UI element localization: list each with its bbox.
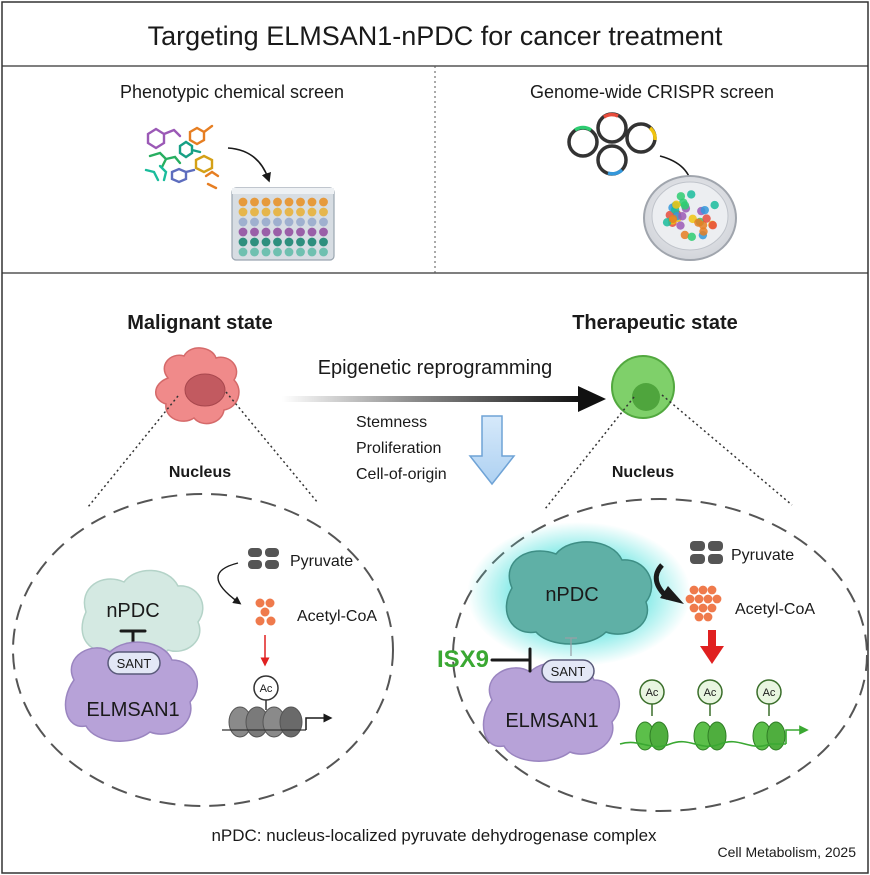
therapeutic-nucleus-icon: [632, 383, 660, 411]
effect-stemness: Stemness: [356, 414, 427, 431]
malignant-nucleus-zoom: [12, 493, 394, 807]
malignant-nucleus-icon: [184, 373, 226, 407]
therapeutic-state-heading: Therapeutic state: [572, 312, 738, 334]
decrease-arrow-icon: [468, 415, 516, 486]
therapeutic-sant-domain: [541, 659, 595, 683]
malignant-acetyl-coa-icon: [255, 598, 276, 626]
chemical-screen-label: Phenotypic chemical screen: [120, 82, 344, 102]
isx9-drug-label: ISX9: [437, 646, 489, 673]
therapeutic-elmsan1-label: ELMSAN1: [505, 710, 598, 732]
therapeutic-acetyl-coa-icon: [685, 585, 722, 622]
chemical-to-plate-arrow: [227, 147, 271, 183]
effect-proliferation: Proliferation: [356, 440, 441, 457]
therapeutic-nucleus-zoom: [452, 498, 868, 812]
malignant-nucleus-label: Nucleus: [169, 464, 231, 481]
reprogramming-label: Epigenetic reprogramming: [318, 357, 553, 379]
therapeutic-chromatin-icon: [635, 721, 786, 751]
well-plate-icon: [231, 187, 335, 261]
reprogramming-arrow: [282, 386, 606, 412]
therapeutic-acetyl-arrow: [700, 630, 724, 664]
therapeutic-nucleus-label: Nucleus: [612, 464, 674, 481]
malignant-zoom-line-left: [87, 395, 179, 508]
malignant-chromatin-icon: [222, 706, 306, 738]
therapeutic-ac-label-3: Ac: [763, 687, 776, 699]
therapeutic-zoom-line-right: [661, 394, 793, 506]
malignant-npdc-label: nPDC: [106, 600, 159, 622]
malignant-conversion-arrow: [217, 562, 242, 605]
malignant-elmsan1-icon: [64, 641, 199, 742]
therapeutic-transcription-arrow: [785, 725, 809, 744]
therapeutic-ac-label-2: Ac: [704, 687, 717, 699]
isx9-inhibition-icon: [490, 647, 532, 673]
therapeutic-weak-inhibition-icon: [565, 637, 577, 656]
therapeutic-ac-label-1: Ac: [646, 687, 659, 699]
therapeutic-chromatin-fiber: [619, 740, 786, 748]
effect-cell-of-origin: Cell-of-origin: [356, 466, 447, 483]
therapeutic-conversion-arrow: [653, 563, 684, 604]
therapeutic-acetyl-coa-label: Acetyl-CoA: [735, 601, 815, 618]
therapeutic-npdc-label: nPDC: [545, 584, 598, 606]
figure-title: Targeting ELMSAN1-nPDC for cancer treatm…: [148, 21, 723, 51]
malignant-ac-label: Ac: [260, 683, 273, 695]
malignant-state-heading: Malignant state: [127, 312, 273, 334]
malignant-sant-label: SANT: [117, 656, 152, 671]
malignant-sant-domain: [107, 651, 161, 675]
footnote-text: nPDC: nucleus-localized pyruvate dehydro…: [211, 826, 657, 845]
malignant-elmsan1-label: ELMSAN1: [86, 699, 179, 721]
malignant-acetyl-coa-label: Acetyl-CoA: [297, 608, 377, 625]
malignant-pyruvate-icon: [248, 548, 279, 569]
malignant-zoom-line-right: [225, 391, 319, 504]
well-plate-wells: [238, 197, 328, 257]
petri-dish-colonies: [662, 190, 719, 241]
malignant-pyruvate-label: Pyruvate: [290, 553, 353, 570]
therapeutic-pyruvate-label: Pyruvate: [731, 547, 794, 564]
therapeutic-sant-label: SANT: [551, 664, 586, 679]
malignant-transcription-arrow: [305, 713, 333, 730]
chemical-structures-icon: [144, 124, 220, 190]
therapeutic-pyruvate-icon: [690, 541, 723, 564]
therapeutic-ac-stems: [651, 704, 770, 716]
plasmids-icon: [567, 112, 657, 176]
crispr-screen-label: Genome-wide CRISPR screen: [530, 82, 774, 102]
therapeutic-npdc-icon: [505, 541, 653, 645]
therapeutic-zoom-line-left: [544, 396, 635, 510]
citation-text: Cell Metabolism, 2025: [717, 844, 856, 860]
